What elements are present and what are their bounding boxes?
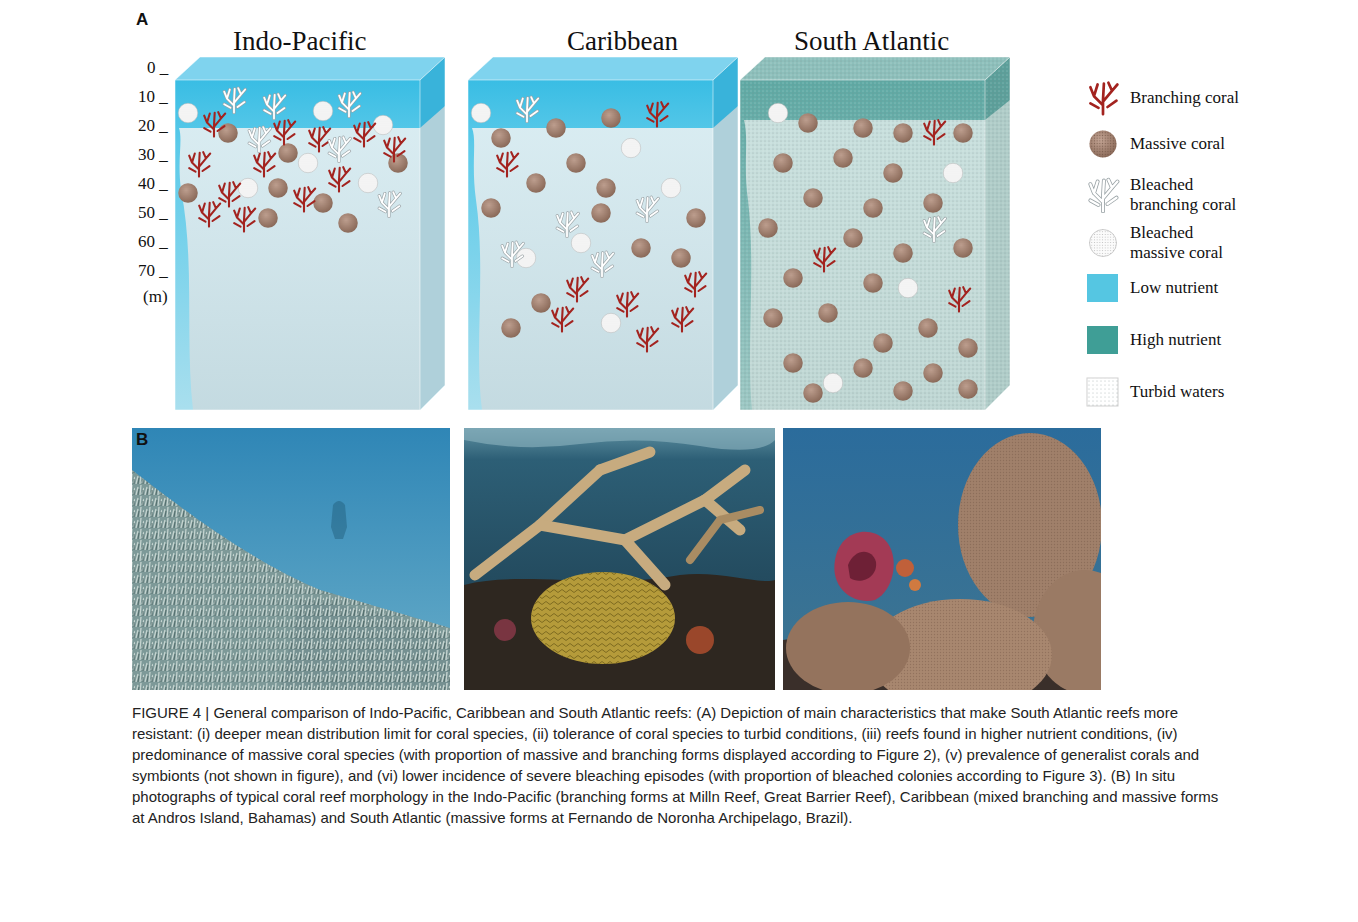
legend-text: Branching coral <box>1130 88 1252 108</box>
depth-tick: 10 _ <box>138 87 168 107</box>
depth-tick: 50 _ <box>138 203 168 223</box>
legend-samples <box>1087 83 1118 406</box>
depth-tick: 20 _ <box>138 116 168 136</box>
depth-tick: 40 _ <box>138 174 168 194</box>
legend-swatch <box>1087 274 1118 302</box>
reef-photo <box>132 428 450 690</box>
region-title: South Atlantic <box>794 26 949 57</box>
depth-tick: 60 _ <box>138 232 168 252</box>
legend-text: Massive coral <box>1130 134 1252 154</box>
legend-text: Bleached branching coral <box>1130 175 1252 215</box>
depth-tick: 70 _ <box>138 261 168 281</box>
legend-text: Bleached massive coral <box>1130 223 1252 263</box>
reef-block <box>740 57 1010 410</box>
reef-photo <box>783 428 1101 690</box>
legend-text: Turbid waters <box>1130 382 1252 402</box>
reef-block <box>468 57 738 410</box>
reef-block <box>175 57 445 410</box>
panel-letter: A <box>136 10 148 30</box>
region-title: Caribbean <box>567 26 678 57</box>
region-title: Indo-Pacific <box>233 26 366 57</box>
legend-text: High nutrient <box>1130 330 1252 350</box>
legend-text: Low nutrient <box>1130 278 1252 298</box>
reef-photo <box>464 428 775 690</box>
panel-letter: B <box>136 430 148 450</box>
figure-caption: FIGURE 4 | General comparison of Indo-Pa… <box>132 702 1232 828</box>
depth-tick: 0 _ <box>147 58 168 78</box>
depth-unit: (m) <box>143 287 168 307</box>
legend-swatch <box>1087 326 1118 354</box>
depth-tick: 30 _ <box>138 145 168 165</box>
